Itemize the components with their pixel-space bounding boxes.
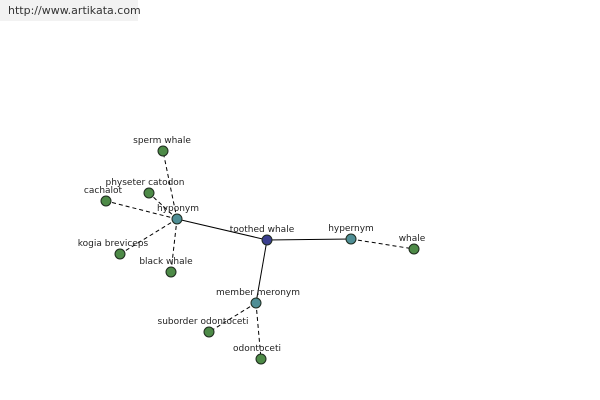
node-cachalot[interactable]: cachalot bbox=[84, 186, 123, 207]
node-label-sperm-whale[interactable]: sperm whale bbox=[133, 136, 191, 146]
edge-hyponym-to-cachalot bbox=[105, 200, 178, 220]
node-label-physeter-catodon[interactable]: physeter catodon bbox=[105, 178, 184, 188]
edge-hypernym-to-whale bbox=[350, 238, 415, 250]
node-label-whale[interactable]: whale bbox=[399, 234, 426, 244]
node-member-meronym[interactable]: member meronym bbox=[216, 288, 300, 309]
node-marker-physeter-catodon[interactable] bbox=[143, 187, 155, 199]
edge-center-to-hypernym bbox=[266, 238, 352, 241]
edge-member-meronym-to-suborder-odontoceti bbox=[208, 302, 257, 333]
edge-hyponym-to-black-whale bbox=[170, 218, 178, 273]
node-label-hyponym[interactable]: hyponym bbox=[157, 204, 199, 214]
node-odontoceti[interactable]: odontoceti bbox=[233, 344, 281, 365]
node-kogia-breviceps[interactable]: kogia breviceps bbox=[78, 239, 149, 260]
site-url-link[interactable]: http://www.artikata.com bbox=[8, 4, 141, 17]
node-marker-member-meronym[interactable] bbox=[250, 297, 262, 309]
node-label-member-meronym[interactable]: member meronym bbox=[216, 288, 300, 298]
node-marker-hyponym[interactable] bbox=[171, 213, 183, 225]
node-label-suborder-odontoceti[interactable]: suborder odontoceti bbox=[158, 317, 249, 327]
node-center[interactable]: toothed whale bbox=[230, 225, 295, 246]
node-label-hypernym[interactable]: hypernym bbox=[328, 224, 374, 234]
edge-hyponym-to-sperm-whale bbox=[162, 150, 178, 220]
node-marker-hypernym[interactable] bbox=[345, 233, 357, 245]
node-suborder-odontoceti[interactable]: suborder odontoceti bbox=[158, 317, 249, 338]
nodes-layer: toothed whale hyponym hypernym member meron… bbox=[78, 136, 426, 365]
edge-center-to-hyponym bbox=[176, 218, 268, 241]
node-physeter-catodon[interactable]: physeter catodon bbox=[105, 178, 185, 199]
node-marker-sperm-whale[interactable] bbox=[157, 145, 169, 157]
node-hypernym[interactable]: hypernym bbox=[328, 224, 374, 245]
node-sperm-whale[interactable]: sperm whale bbox=[133, 136, 191, 157]
node-label-odontoceti[interactable]: odontoceti bbox=[233, 344, 281, 354]
node-label-center[interactable]: toothed whale bbox=[230, 225, 295, 235]
node-marker-black-whale[interactable] bbox=[165, 266, 177, 278]
node-label-cachalot[interactable]: cachalot bbox=[84, 186, 123, 196]
node-whale[interactable]: whale bbox=[399, 234, 426, 255]
node-marker-whale[interactable] bbox=[408, 243, 420, 255]
edge-member-meronym-to-odontoceti bbox=[255, 302, 262, 360]
node-marker-cachalot[interactable] bbox=[100, 195, 112, 207]
node-marker-suborder-odontoceti[interactable] bbox=[203, 326, 215, 338]
node-marker-center[interactable] bbox=[261, 234, 273, 246]
node-marker-kogia-breviceps[interactable] bbox=[114, 248, 126, 260]
node-label-kogia-breviceps[interactable]: kogia breviceps bbox=[78, 239, 149, 249]
node-hyponym[interactable]: hyponym bbox=[157, 204, 199, 225]
node-black-whale[interactable]: black whale bbox=[139, 257, 193, 278]
site-banner: http://www.artikata.com bbox=[0, 0, 141, 21]
edges-layer bbox=[105, 150, 415, 360]
node-marker-odontoceti[interactable] bbox=[255, 353, 267, 365]
edge-hyponym-to-physeter-catodon bbox=[148, 192, 178, 220]
node-label-black-whale[interactable]: black whale bbox=[139, 257, 193, 267]
edge-center-to-member-meronym bbox=[255, 239, 268, 304]
